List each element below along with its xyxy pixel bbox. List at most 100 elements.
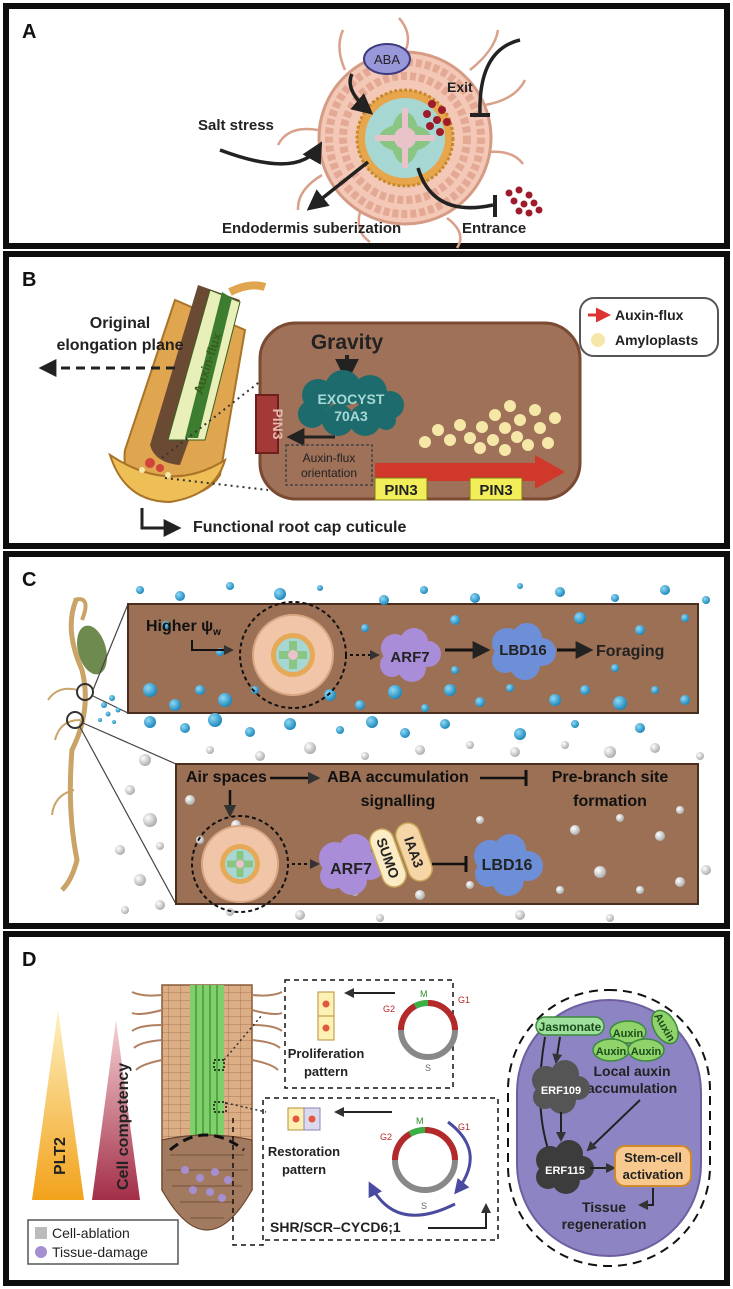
- zoom-lines-c: [79, 603, 177, 905]
- water-beads: [98, 582, 710, 740]
- lbd16-top-blob: [492, 623, 556, 680]
- pin3-side-label: PIN3: [270, 408, 286, 439]
- erf109-label: ERF109: [541, 1085, 581, 1097]
- aba-accum-label: ABA accumulation: [327, 769, 469, 786]
- exit-inhibition-line: [478, 38, 521, 116]
- prolif-label-line2: pattern: [304, 1064, 348, 1079]
- lbd16-bottom-label: LBD16: [482, 857, 533, 874]
- air-spaces-label: Air spaces: [186, 769, 267, 786]
- jasmonate-box: [535, 1016, 605, 1036]
- panel-d-legend: [27, 1219, 179, 1265]
- panel-a: A ABA Exit Salt stress Endodermis suberi…: [3, 3, 730, 249]
- salt-stress-arrow: [219, 141, 323, 166]
- panel-b-label: B: [22, 269, 36, 291]
- legend-amyloplasts-label: Amyloplasts: [615, 332, 698, 348]
- gravity-label: Gravity: [311, 331, 384, 354]
- cuticle-label: Functional root cap cuticule: [193, 519, 406, 536]
- pin3-label-box-b: [469, 477, 523, 501]
- restore-cycle-m: M: [416, 1116, 424, 1126]
- exocyst-complex: [298, 370, 404, 436]
- restore-cycle-g1: G1: [458, 1122, 470, 1132]
- root-cross-section: [276, 17, 527, 249]
- arf7-bottom-label: ARF7: [330, 861, 372, 878]
- pin3-label-b: PIN3: [479, 482, 512, 499]
- legend-amyloplast-dot: [591, 333, 605, 347]
- orientation-box: [285, 444, 373, 486]
- local-auxin-line1: Local auxin: [593, 1063, 670, 1079]
- restore-label-line2: pattern: [282, 1162, 326, 1177]
- zoom-circle-bottom: [66, 711, 84, 729]
- erf109-blob: [532, 1060, 590, 1114]
- higher-psi-label: Higher ψw: [146, 618, 221, 638]
- competency-label: Cell competency: [115, 1063, 132, 1190]
- proliferation-box: [284, 979, 454, 1089]
- arf7-top-blob: [380, 628, 441, 682]
- legend-auxin-label: Auxin-flux: [615, 307, 684, 323]
- signalling-label: signalling: [361, 793, 436, 810]
- auxin-to-erf115-arrow: [586, 1099, 641, 1152]
- cell-cycle-prolif: [397, 1000, 458, 1060]
- prebranch-label-line2: formation: [573, 793, 647, 810]
- suberization-arrow: [306, 160, 370, 211]
- restoration-box: [232, 1097, 499, 1246]
- root-tip-longitudinal: [131, 984, 283, 1231]
- restore-cycle-g2: G2: [380, 1132, 392, 1142]
- stem-cell-line1: Stem-cell: [624, 1150, 682, 1165]
- pin3-label-a: PIN3: [384, 482, 417, 499]
- cuticle-arrow: [140, 508, 182, 537]
- prolif-cycle-g1: G1: [458, 995, 470, 1005]
- legend-ablation-label: Cell-ablation: [52, 1225, 130, 1241]
- jasmonate-label: Jasmonate: [539, 1020, 602, 1034]
- amyloplast-cluster: [419, 400, 561, 456]
- panel-d: D PLT2 Cell competency Cell-ablation Tis…: [3, 931, 730, 1286]
- foraging-label: Foraging: [596, 643, 664, 660]
- plt2-label: PLT2: [52, 1137, 69, 1175]
- lbd16-bottom-blob: [474, 834, 543, 896]
- orientation-label-line2: orientation: [301, 466, 357, 480]
- prolif-cycle-s: S: [425, 1063, 431, 1073]
- stem-cell-line2: activation: [623, 1167, 684, 1182]
- iaa3-tag: IAA3: [395, 822, 433, 882]
- orientation-label-line1: Auxin-flux: [303, 451, 356, 465]
- restore-label-line1: Restoration: [268, 1144, 340, 1159]
- plt2-gradient: [32, 1010, 84, 1200]
- exocyst-label-line2: 70A3: [334, 408, 368, 424]
- salt-particles: [423, 100, 543, 217]
- panel-c-label: C: [22, 569, 36, 591]
- arf7-top-label: ARF7: [390, 649, 429, 666]
- stem-cell-box: [614, 1145, 692, 1187]
- exocyst-label-line1: EXOCYST: [318, 391, 385, 407]
- shr-label: SHR/SCR–CYCD6;1: [270, 1219, 401, 1235]
- d-zoom-lines: [223, 1014, 267, 1113]
- higher-psi-arrow: [191, 640, 234, 655]
- tilted-root: Auxin-flux: [108, 281, 267, 504]
- shr-arrow: [428, 1203, 491, 1229]
- salt-stress-label: Salt stress: [198, 117, 274, 134]
- tissue-regen-line1: Tissue: [582, 1199, 626, 1215]
- competency-gradient: [92, 1020, 140, 1200]
- erf115-blob: [536, 1140, 594, 1194]
- prolif-cycle-g2: G2: [383, 1004, 395, 1014]
- panel-c: C Higher ψw: [3, 551, 730, 929]
- prolif-cycle-m: M: [420, 989, 428, 999]
- seedling: [47, 597, 107, 892]
- legend-damage-dot: [35, 1246, 47, 1258]
- cross-section-top: [252, 614, 334, 696]
- original-label-line2: elongation plane: [56, 337, 183, 354]
- svg-text:Auxin: Auxin: [596, 1046, 627, 1058]
- panel-a-label: A: [22, 21, 36, 43]
- cross-section-zoom-bottom: [191, 815, 289, 913]
- local-auxin-line2: accumulation: [587, 1080, 677, 1096]
- cross-section-zoom-top: [239, 601, 347, 709]
- erf115-label: ERF115: [545, 1165, 585, 1177]
- aba-molecule: [363, 43, 411, 75]
- panel-b: B Auxin-flux Original elongation plane P…: [3, 251, 730, 549]
- lbd16-top-label: LBD16: [499, 642, 547, 659]
- legend-damage-label: Tissue-damage: [52, 1244, 148, 1260]
- zoom-circle-top: [76, 683, 94, 701]
- stemcell-to-regen-arrow: [638, 1188, 654, 1210]
- pin3-side-box: [255, 394, 279, 454]
- panel-b-legend: [579, 297, 719, 357]
- prebranch-label-line1: Pre-branch site: [552, 769, 669, 786]
